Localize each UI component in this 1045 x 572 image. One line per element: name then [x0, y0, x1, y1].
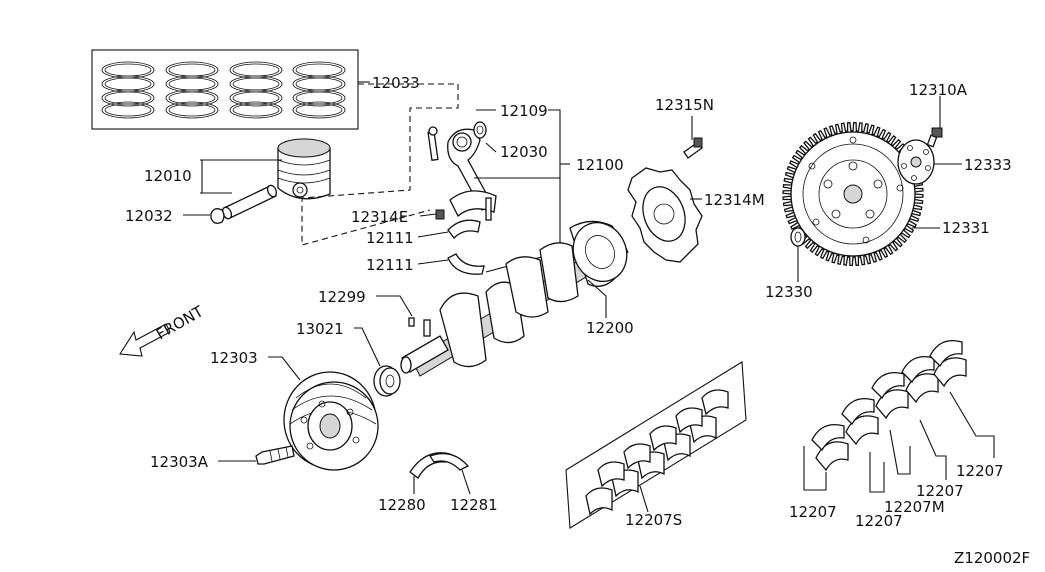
thrust-washer-right: [428, 452, 470, 471]
label-12330: 12330: [765, 283, 813, 301]
connecting-rod: [427, 126, 497, 221]
rod-bushing: [473, 121, 487, 139]
front-label: FRONT: [153, 302, 207, 344]
label-12109: 12109: [500, 102, 548, 120]
label-12207-d: 12207: [956, 462, 1004, 480]
piston-ring-set: [91, 49, 370, 130]
label-13021: 13021: [296, 320, 344, 338]
label-12100: 12100: [576, 156, 624, 174]
label-12207-c: 12207: [916, 482, 964, 500]
label-12030: 12030: [500, 143, 548, 161]
crank-sprocket: [373, 365, 401, 397]
flywheel-bolt: [926, 127, 943, 148]
label-12314m: 12314M: [704, 191, 765, 209]
crank-pulley: [283, 371, 379, 471]
snap-ring: [210, 208, 225, 224]
rod-bearing-upper: [447, 219, 481, 239]
main-bearing-set: [565, 361, 747, 529]
label-12033: 12033: [372, 74, 420, 92]
label-12111-lower: 12111: [366, 256, 414, 274]
label-12207-b: 12207: [855, 512, 903, 530]
reinforcement-plate: [897, 139, 935, 185]
label-12314e: 12314E: [351, 208, 408, 226]
main-bearings: [811, 339, 967, 472]
label-12200: 12200: [586, 319, 634, 337]
label-12207-a: 12207: [789, 503, 837, 521]
label-12333: 12333: [964, 156, 1012, 174]
pulley-bolt: [255, 445, 295, 465]
diagram-code: Z120002F: [954, 549, 1030, 567]
label-12207m: 12207M: [884, 498, 945, 516]
pilot-bushing: [790, 227, 806, 247]
piston-pin: [221, 184, 278, 220]
signal-plate: [627, 167, 703, 263]
woodruff-key: [408, 317, 415, 327]
rod-bearing-lower: [447, 253, 485, 275]
crankshaft: [400, 220, 629, 377]
label-12303: 12303: [210, 349, 258, 367]
flywheel: [782, 121, 924, 267]
rod-nut: [435, 209, 445, 220]
label-12315n: 12315N: [655, 96, 714, 114]
label-12207s: 12207S: [625, 511, 682, 529]
label-12010: 12010: [144, 167, 192, 185]
label-12310a: 12310A: [909, 81, 968, 99]
label-12281: 12281: [450, 496, 498, 514]
label-12331: 12331: [942, 219, 990, 237]
front-arrow-icon: [119, 323, 171, 357]
label-12299: 12299: [318, 288, 366, 306]
part-labels: 12033 12010 12032 12109 12030 12100 1231…: [125, 74, 1030, 567]
label-12111-upper: 12111: [366, 229, 414, 247]
piston: [277, 138, 331, 200]
label-12032: 12032: [125, 207, 173, 225]
label-12280: 12280: [378, 496, 426, 514]
plate-bolt: [683, 137, 703, 159]
label-12303a: 12303A: [150, 453, 209, 471]
